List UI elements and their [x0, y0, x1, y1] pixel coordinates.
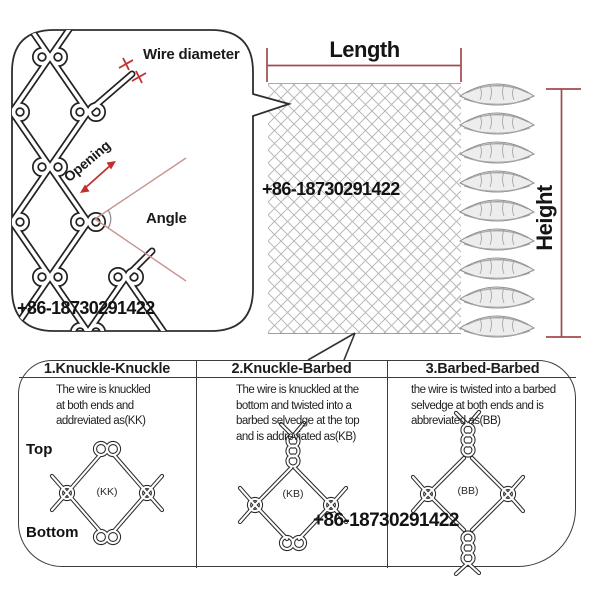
column-description-knuckle-barbed: The wire is knuckled at the bottom and t… — [236, 384, 360, 443]
fence-roll — [459, 83, 535, 338]
column-title-knuckle-knuckle: 1.Knuckle-Knuckle — [43, 361, 171, 377]
column-title-knuckle-barbed: 2.Knuckle-Barbed — [231, 361, 352, 377]
wire-diameter-label: Wire diameter — [143, 46, 240, 63]
length-label: Length — [329, 37, 400, 62]
mesh-swatch — [268, 83, 461, 334]
watermark-panel: +86-18730291422 — [313, 510, 459, 531]
column-description-knuckle-knuckle: The wire is knuckled at both ends and ad… — [56, 384, 151, 427]
watermark-mesh: +86-18730291422 — [262, 179, 400, 199]
angle-indicator — [94, 157, 187, 282]
length-dimension — [266, 48, 462, 82]
opening-arrow — [80, 161, 116, 193]
height-dimension — [546, 88, 581, 338]
selvedge-panel — [18, 360, 576, 567]
abbr-kb: (KB) — [282, 488, 304, 500]
column-description-barbed-barbed: the wire is twisted into a barbed selved… — [411, 384, 556, 427]
panel-header-rule — [19, 377, 576, 378]
bottom-row-label: Bottom — [26, 524, 79, 541]
panel-callout-tail — [307, 332, 356, 361]
knuckle-knuckle-diagram — [49, 440, 165, 546]
angle-label: Angle — [146, 210, 187, 227]
abbr-bb: (BB) — [457, 485, 479, 497]
knuckle-barbed-diagram — [237, 420, 349, 552]
panel-divider-1 — [196, 360, 197, 568]
abbr-kk: (KK) — [96, 486, 118, 498]
top-row-label: Top — [26, 441, 53, 458]
column-title-barbed-barbed: 3.Barbed-Barbed — [425, 361, 540, 377]
watermark-callout: +86-18730291422 — [17, 298, 155, 318]
barbed-barbed-diagram — [410, 409, 526, 577]
wire-diameter-marks — [118, 57, 147, 84]
panel-divider-2 — [387, 360, 388, 568]
height-label: Height — [532, 185, 557, 251]
